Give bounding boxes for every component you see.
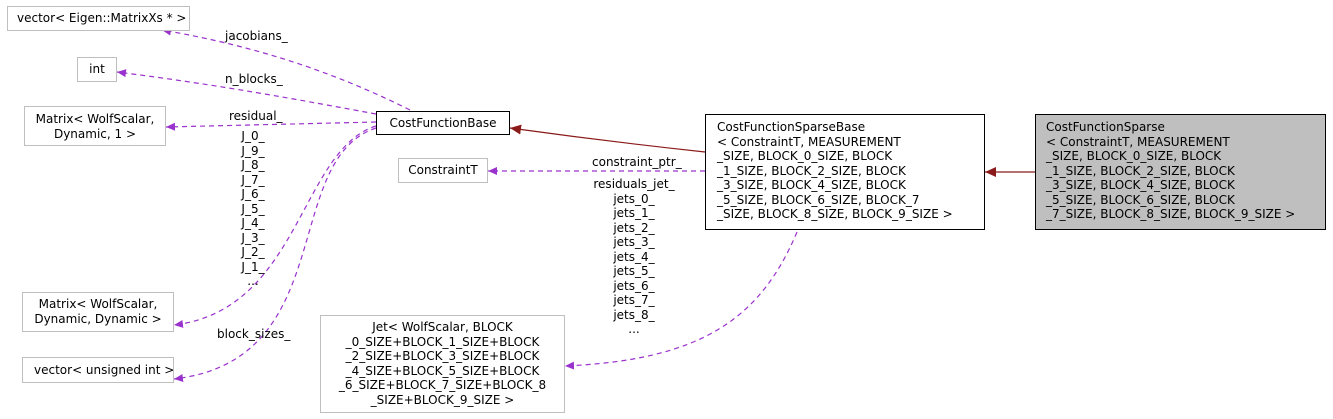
label-j-item: J_5_ <box>241 201 265 216</box>
edge-sparse-base-to-cost-function-base <box>509 124 706 153</box>
label-j-item: J_1_ <box>241 259 265 274</box>
node-cost-function-sparse[interactable]: CostFunctionSparse < ConstraintT, MEASUR… <box>1035 114 1326 230</box>
node-cost-function-base[interactable]: CostFunctionBase <box>376 111 510 135</box>
node-constraint-t-label: ConstraintT <box>408 163 478 177</box>
node-vector-matrixxs-label: vector< Eigen::MatrixXs * > <box>17 11 187 25</box>
node-matrix-dynamic-dynamic-line: Matrix< WolfScalar, <box>38 297 158 311</box>
label-jets-item: jets_8_ <box>613 307 655 322</box>
label-constraint-ptr: constraint_ptr_ <box>592 155 682 169</box>
node-cost-function-base-label: CostFunctionBase <box>389 116 497 130</box>
label-j-item: ... <box>247 274 259 288</box>
label-jets-item: jets_5_ <box>613 264 655 278</box>
node-matrix-dynamic-1[interactable]: Matrix< WolfScalar, Dynamic, 1 > <box>24 106 166 146</box>
label-j-list: J_0_ J_9_ J_8_ J_7_ J_6_ J_5_ J_4_ J_3_ … <box>241 129 264 289</box>
node-jet-line: _2_SIZE+BLOCK_3_SIZE+BLOCK <box>345 349 540 363</box>
label-jets-item: ... <box>628 322 640 336</box>
edge-n-blocks <box>116 69 377 115</box>
node-sparse-line: _5_SIZE, BLOCK_6_SIZE, BLOCK <box>1046 192 1235 207</box>
node-matrix-dynamic-1-line: Matrix< WolfScalar, <box>35 112 155 126</box>
label-j-item: J_7_ <box>241 172 265 187</box>
node-sparse-line: < ConstraintT, MEASUREMENT <box>1046 134 1230 149</box>
node-jet[interactable]: Jet< WolfScalar, BLOCK _0_SIZE+BLOCK_1_S… <box>320 315 565 413</box>
node-jet-line: _0_SIZE+BLOCK_1_SIZE+BLOCK <box>345 334 540 349</box>
node-sparse-line: _7_SIZE, BLOCK_8_SIZE, BLOCK_9_SIZE > <box>1046 207 1296 221</box>
edge-jets <box>564 231 798 370</box>
node-sparse-base-line: _5_SIZE, BLOCK_6_SIZE, BLOCK_7 <box>717 192 920 207</box>
node-sparse-base-line: _1_SIZE, BLOCK_2_SIZE, BLOCK <box>717 163 906 178</box>
node-sparse-base-line: < ConstraintT, MEASUREMENT <box>717 134 901 149</box>
label-j-item: J_4_ <box>241 216 265 230</box>
node-sparse-base-line: _SIZE, BLOCK_0_SIZE, BLOCK <box>717 149 893 163</box>
edge-block-sizes <box>173 127 377 382</box>
node-int-label: int <box>89 62 105 76</box>
node-vector-matrixxs[interactable]: vector< Eigen::MatrixXs * > <box>7 6 190 31</box>
node-cost-function-sparse-base[interactable]: CostFunctionSparseBase < ConstraintT, ME… <box>705 114 985 230</box>
edge-jacobians <box>161 27 411 111</box>
node-vector-unsigned-int-label: vector< unsigned int > <box>34 363 174 377</box>
edge-j-list <box>173 125 377 328</box>
label-j-item: J_9_ <box>241 143 265 158</box>
label-j-item: J_0_ <box>241 129 265 143</box>
edge-residual <box>165 121 377 131</box>
node-jet-line: _6_SIZE+BLOCK_7_SIZE+BLOCK_8 <box>338 378 547 392</box>
label-block-sizes: block_sizes_ <box>217 327 291 341</box>
node-matrix-dynamic-dynamic[interactable]: Matrix< WolfScalar, Dynamic, Dynamic > <box>22 292 174 332</box>
node-constraint-t[interactable]: ConstraintT <box>398 158 488 183</box>
node-jet-line: Jet< WolfScalar, BLOCK <box>372 320 513 334</box>
label-j-item: J_8_ <box>241 158 265 172</box>
label-jets-item: jets_0_ <box>613 191 655 206</box>
label-jets-item: jets_3_ <box>613 235 655 249</box>
node-sparse-line: CostFunctionSparse <box>1046 120 1165 134</box>
node-matrix-dynamic-1-line: Dynamic, 1 > <box>53 126 137 141</box>
label-jets-item: jets_6_ <box>613 278 655 293</box>
node-sparse-line: _3_SIZE, BLOCK_4_SIZE, BLOCK <box>1046 178 1235 192</box>
label-j-item: J_2_ <box>241 245 265 259</box>
node-sparse-base-line: _SIZE, BLOCK_8_SIZE, BLOCK_9_SIZE > <box>717 207 953 221</box>
label-jets-list: residuals_jet_ jets_0_ jets_1_ jets_2_ j… <box>593 177 674 337</box>
label-residual: residual_ <box>229 109 283 123</box>
node-sparse-line: _SIZE, BLOCK_0_SIZE, BLOCK <box>1046 149 1222 163</box>
node-int[interactable]: int <box>77 57 117 82</box>
label-jets-item: jets_7_ <box>613 293 655 307</box>
label-jets-item: jets_4_ <box>613 249 655 264</box>
label-jets-item: residuals_jet_ <box>593 177 675 191</box>
node-jet-line: _4_SIZE+BLOCK_5_SIZE+BLOCK <box>345 363 540 378</box>
label-jets-item: jets_2_ <box>613 220 655 235</box>
node-matrix-dynamic-dynamic-line: Dynamic, Dynamic > <box>34 311 162 326</box>
label-jets-item: jets_1_ <box>613 206 655 220</box>
node-sparse-base-line: CostFunctionSparseBase <box>717 120 866 134</box>
label-j-item: J_6_ <box>241 187 265 201</box>
label-jacobians: jacobians_ <box>225 29 288 43</box>
node-vector-unsigned-int[interactable]: vector< unsigned int > <box>22 357 174 383</box>
node-sparse-base-line: _3_SIZE, BLOCK_4_SIZE, BLOCK <box>717 178 906 192</box>
node-sparse-line: _1_SIZE, BLOCK_2_SIZE, BLOCK <box>1046 163 1235 178</box>
label-n-blocks: n_blocks_ <box>225 72 283 86</box>
label-j-item: J_3_ <box>241 230 265 245</box>
node-jet-line: _SIZE+BLOCK_9_SIZE > <box>370 392 515 407</box>
